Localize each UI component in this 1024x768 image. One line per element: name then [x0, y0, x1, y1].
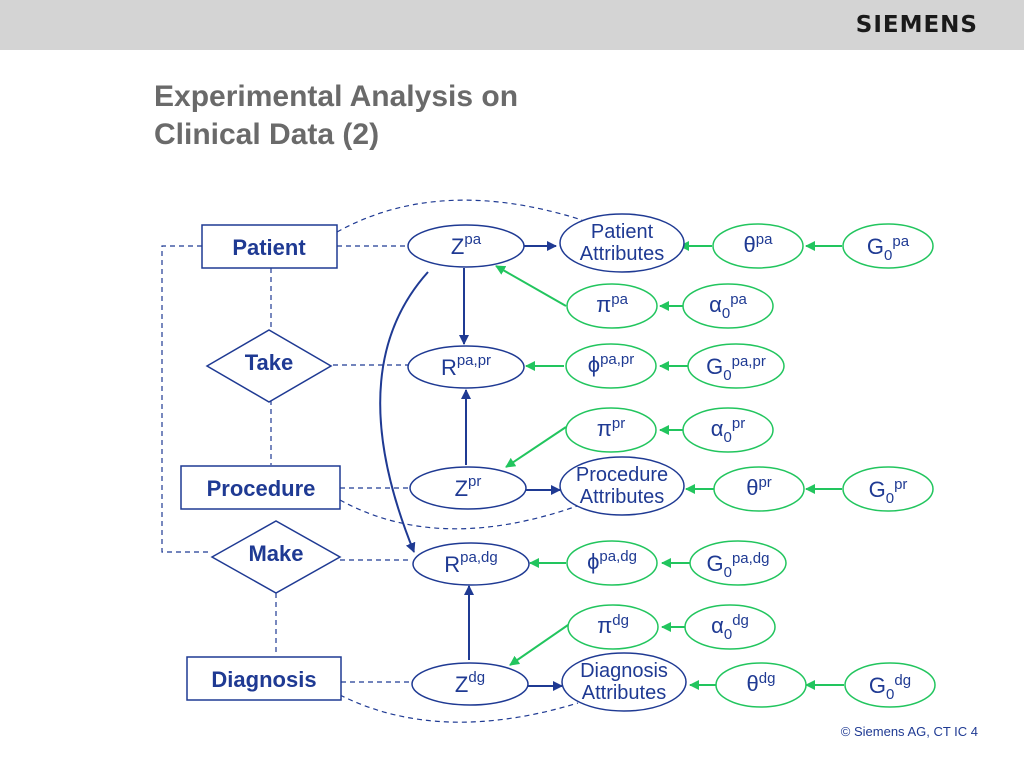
param-theta-dg: θdg: [747, 670, 776, 696]
entity-diagnosis: Diagnosis: [186, 656, 342, 701]
svg-text:Rpa,dg: Rpa,dg: [444, 549, 497, 577]
node-diagnosis-attributes: Diagnosis Attributes: [561, 652, 687, 712]
node-procedure-attributes: Procedure Attributes: [559, 456, 685, 516]
param-g0-pr: G0pr: [869, 476, 908, 507]
node-patient-attributes: Patient Attributes: [559, 213, 685, 273]
svg-text:Zpr: Zpr: [455, 473, 482, 501]
relation-take-label: Take: [245, 350, 294, 375]
node-z-dg: Zdg: [411, 662, 529, 706]
svg-text:Zpa: Zpa: [451, 231, 482, 259]
header-bar: SIEMENS: [0, 0, 1024, 50]
entity-diagnosis-label: Diagnosis: [211, 667, 316, 692]
entity-procedure-label: Procedure: [207, 476, 316, 501]
svg-text:Zdg: Zdg: [455, 669, 485, 697]
node-z-pr: Zpr: [409, 466, 527, 510]
svg-text:Attributes: Attributes: [582, 682, 666, 704]
entity-patient-label: Patient: [232, 235, 306, 260]
svg-text:Procedure: Procedure: [576, 464, 668, 486]
node-r-pa-pr: Rpa,pr: [407, 345, 525, 389]
entity-patient: Patient: [201, 224, 338, 269]
node-r-pa-dg: Rpa,dg: [412, 542, 530, 586]
param-alpha0-pr: α0pr: [711, 415, 745, 446]
entity-procedure: Procedure: [180, 465, 341, 510]
copyright-footer: © Siemens AG, CT IC 4: [840, 724, 978, 739]
param-theta-pa: θpa: [744, 231, 774, 257]
relation-make-label: Make: [248, 541, 303, 566]
param-nodes: [565, 223, 936, 708]
title-line-2: Clinical Data (2): [154, 118, 380, 151]
param-alpha0-dg: α0dg: [711, 612, 749, 643]
title-line-1: Experimental Analysis on: [154, 80, 519, 113]
param-pi-pa: πpa: [596, 291, 629, 317]
relation-take: Take: [205, 329, 333, 403]
param-g0-pa-dg: G0pa,dg: [706, 550, 769, 581]
param-phi-pa-dg: ϕpa,dg: [587, 548, 637, 574]
siemens-logo: SIEMENS: [855, 12, 978, 38]
svg-text:Rpa,pr: Rpa,pr: [441, 352, 491, 380]
param-pi-dg: πdg: [597, 612, 629, 638]
param-alpha0-pa: α0pa: [709, 291, 747, 322]
relation-make: Make: [210, 520, 342, 594]
svg-text:Diagnosis: Diagnosis: [580, 660, 668, 682]
svg-text:Attributes: Attributes: [580, 243, 664, 265]
green-arrows: [495, 241, 844, 690]
param-pi-pr: πpr: [597, 415, 626, 441]
svg-text:Patient: Patient: [591, 221, 654, 243]
param-theta-pr: θpr: [746, 474, 772, 500]
node-z-pa: Zpa: [407, 224, 525, 268]
param-phi-pa-pr: ϕpa,pr: [588, 351, 635, 377]
blue-arrows: [379, 241, 563, 691]
param-g0-pa: G0pa: [867, 233, 910, 264]
er-dashed-links: [161, 199, 583, 723]
svg-text:Attributes: Attributes: [580, 486, 664, 508]
param-g0-pa-pr: G0pa,pr: [706, 353, 766, 384]
slide-title: Experimental Analysis on Clinical Data (…: [154, 78, 518, 154]
param-g0-dg: G0dg: [869, 672, 911, 703]
